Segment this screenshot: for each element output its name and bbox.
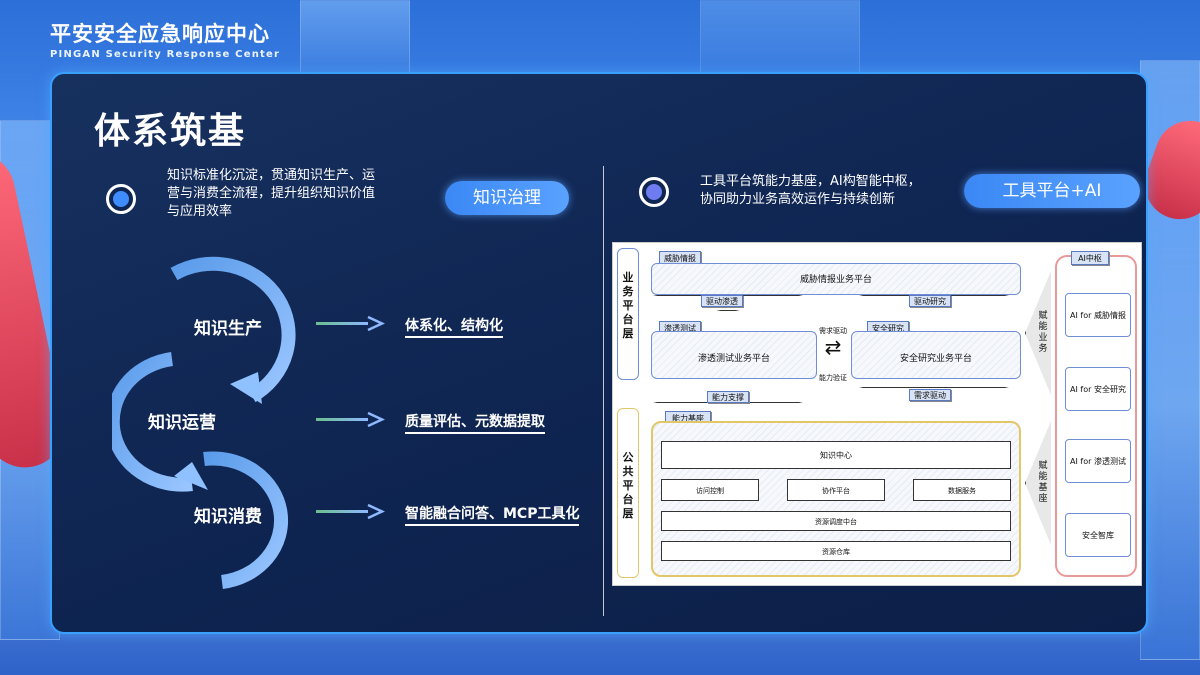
threat-intel-platform-box <box>651 263 1021 295</box>
threat-intel-platform: 威胁情报业务平台 <box>799 275 872 285</box>
knowledge-center: 知识中心 <box>661 441 1011 469</box>
cycle-stage-production: 知识生产 <box>194 319 262 339</box>
description-line: 营与消费全流程，提升组织知识价值 <box>167 186 376 201</box>
research-platform-box <box>851 331 1021 379</box>
cycle-output-operation: 质量评估、元数据提取 <box>405 411 545 434</box>
collab-platform: 协作平台 <box>787 479 885 501</box>
ai-hub-item: 安全智库 <box>1065 513 1131 557</box>
drive-pentest: 驱动渗透 <box>701 295 743 307</box>
brand-name-cn: 平安安全应急响应中心 <box>50 22 270 46</box>
description-line: 协同助力业务高效运作与持续创新 <box>700 192 896 207</box>
drive-research: 驱动研究 <box>909 295 951 307</box>
data-service: 数据服务 <box>913 479 1011 501</box>
pentest-platform: 渗透测试业务平台 <box>697 354 770 364</box>
brand-header: 平安安全应急响应中心 PINGAN Security Response Cent… <box>50 18 280 60</box>
bg-building-mid2 <box>700 0 860 75</box>
public-layer-label: 公共平台层 <box>622 451 634 520</box>
output-arrow-consumption <box>316 503 385 520</box>
description-line: 与应用效率 <box>167 204 233 219</box>
pentest-platform-box <box>651 331 817 379</box>
cycle-output-production: 体系化、结构化 <box>405 315 503 338</box>
output-arrow-operation <box>316 411 385 428</box>
ai-hub-item: AI for 安全研究 <box>1065 367 1131 411</box>
resource-scheduling: 资源调度中台 <box>661 511 1011 531</box>
research-platform: 安全研究业务平台 <box>899 354 972 364</box>
knowledge-description: 知识标准化沉淀，贯通知识生产、运 营与消费全流程，提升组织知识价值 与应用效率 <box>167 167 412 221</box>
resource-repo: 资源仓库 <box>661 541 1011 561</box>
cycle-output-consumption: 智能融合问答、MCP工具化 <box>405 503 580 526</box>
output-arrows <box>316 315 385 520</box>
section-divider <box>603 166 604 616</box>
swap-arrows-icon: ⇄ <box>824 335 842 359</box>
knowledge-governance-badge: 知识治理 <box>445 181 569 215</box>
business-layer-label-box <box>617 248 639 380</box>
cycle-arrowhead-production <box>230 372 262 404</box>
empower-base: 赋能基座 <box>1038 461 1048 504</box>
cycle-arc-production <box>170 256 296 403</box>
access-control: 访问控制 <box>661 479 759 501</box>
knowledge-cycle-diagram <box>112 256 296 589</box>
brand-name-en: PINGAN Security Response Center <box>50 49 281 60</box>
demand-driven: 需求驱动 <box>909 389 951 401</box>
business-layer-label: 业务平台层 <box>622 271 634 340</box>
bullet-icon <box>639 177 669 207</box>
ai-hub-item: AI for 威胁情报 <box>1065 293 1131 337</box>
cycle-arc-consumption <box>203 451 289 589</box>
demand-driven-top: 需求驱动 <box>819 327 847 335</box>
ai-hub-box: AI for 威胁情报 AI for 安全研究 AI for 渗透测试 安全智库 <box>1055 255 1137 577</box>
empower-business: 赋能业务 <box>1038 311 1048 354</box>
page-title: 体系筑基 <box>94 111 247 152</box>
tool-platform-description: 工具平台筑能力基座，AI构智能中枢， 协同助力业务高效运作与持续创新 <box>700 173 970 209</box>
bullet-icon <box>106 184 136 214</box>
description-line: 知识标准化沉淀，贯通知识生产、运 <box>167 168 376 183</box>
cycle-stage-operation: 知识运营 <box>148 413 216 433</box>
cycle-arrowhead-operation <box>174 462 208 490</box>
public-layer-label-box <box>617 408 639 578</box>
output-arrow-production <box>316 315 385 332</box>
bg-building-mid <box>300 0 410 75</box>
description-line: 工具平台筑能力基座，AI构智能中枢， <box>700 174 921 189</box>
ai-hub-tag: AI中枢 <box>1071 251 1109 265</box>
main-panel: 体系筑基 知识标准化沉淀，贯通知识生产、运 营与消费全流程，提升组织知识价值 与… <box>50 72 1148 634</box>
cycle-stage-consumption: 知识消费 <box>194 507 262 527</box>
ai-hub-item: AI for 渗透测试 <box>1065 439 1131 483</box>
architecture-diagram: 业务平台层 威胁情报 威胁情报业务平台 驱动渗透 驱动研究 渗透测试 渗透测试业… <box>612 242 1142 586</box>
tool-platform-ai-badge: 工具平台+AI <box>964 174 1140 208</box>
capability-support: 能力支撑 <box>707 391 749 403</box>
cycle-arc-operation <box>112 352 193 492</box>
capability-verify: 能力验证 <box>819 374 847 382</box>
